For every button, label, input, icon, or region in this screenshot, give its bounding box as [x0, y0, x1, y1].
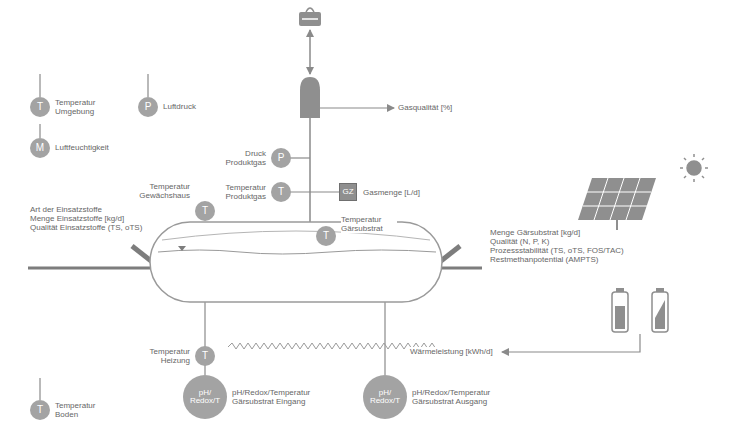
sensor-symbol: T — [32, 405, 48, 416]
sensor-symbol: T — [318, 231, 334, 242]
sensor-label: pH/Redox/Temperatur Gärsubstrat Ausgang — [412, 388, 500, 406]
output-label: Restmethanpotential (AMPTS) — [490, 255, 599, 264]
pressure-sensor: PDruck Produktgas — [271, 148, 291, 168]
sensor-label: Temperatur Heizung — [140, 347, 190, 365]
humidity-sensor: MLuftfeuchtigkeit — [30, 138, 50, 158]
temperature-sensor: TTemperatur Produktgas — [271, 182, 291, 202]
sensor-label: Temperatur Gärsubstrat — [341, 215, 397, 233]
gas-quality-label: Gasqualität [%] — [398, 103, 452, 112]
temperature-sensor: TTemperatur Umgebung — [30, 97, 50, 117]
sensor-symbol: T — [197, 206, 213, 217]
temperature-sensor: TTemperatur Gärsubstrat — [316, 226, 336, 246]
ph-redox-sensor: pH/ Redox/TpH/Redox/Temperatur Gärsubstr… — [183, 375, 227, 419]
sensor-symbol: GZ — [341, 188, 355, 196]
sensor-symbol: T — [197, 351, 213, 362]
gas-quality-arrow — [320, 107, 394, 108]
sensor-symbol: P — [140, 102, 156, 113]
sensor-label: Druck Produktgas — [216, 149, 266, 167]
sensor-label: pH/Redox/Temperatur Gärsubstrat Eingang — [232, 388, 320, 406]
sensor-label: Temperatur Gewächshaus — [134, 182, 190, 200]
sun — [680, 154, 708, 182]
sensor-line — [290, 157, 310, 158]
heat-supply-arrow — [502, 334, 640, 352]
sensor-label: Luftdruck — [163, 102, 219, 111]
ph-redox-sensor: pH/ Redox/TpH/Redox/Temperatur Gärsubstr… — [363, 375, 407, 419]
flare-symbol — [299, 8, 321, 26]
sensor-symbol: pH/ Redox/T — [365, 389, 405, 406]
sensor-label: Temperatur Boden — [55, 401, 111, 419]
sensor-symbol: M — [32, 143, 48, 154]
heat-label: Wärmeleistung [kWh/d] — [410, 347, 493, 356]
pressure-sensor: PLuftdruck — [138, 97, 158, 117]
gas-meter-box: GZGasmenge [L/d] — [339, 183, 357, 201]
sensor-line — [290, 191, 340, 192]
sensor-symbol: P — [273, 153, 289, 164]
solar-panel — [578, 178, 656, 230]
heating-coil — [228, 343, 436, 349]
sensor-label: Luftfeuchtigkeit — [55, 143, 125, 152]
output-label: Menge Gärsubstrat [kg/d] — [490, 228, 580, 237]
sensor-symbol: pH/ Redox/T — [185, 389, 225, 406]
digester — [150, 222, 442, 302]
sensor-label: Gasmenge [L/d] — [363, 188, 433, 197]
temperature-sensor: TTemperatur Boden — [30, 400, 50, 420]
sensor-label: Temperatur Umgebung — [55, 98, 111, 116]
battery — [612, 288, 668, 332]
sensor-label: Temperatur Produktgas — [216, 183, 266, 201]
temperature-sensor: TTemperatur Heizung — [195, 346, 215, 366]
input-label: Menge Einsatzstoffe [kg/d] — [30, 214, 124, 223]
gas-storage — [300, 77, 320, 118]
temperature-sensor: TTemperatur Gewächshaus — [195, 201, 215, 221]
gas-flow-line — [309, 30, 311, 74]
output-label: Prozessstabilität (TS, oTS, FOS/TAC) — [490, 246, 624, 255]
sensor-symbol: T — [32, 102, 48, 113]
output-label: Qualität (N, P, K) — [490, 237, 549, 246]
input-label: Art der Einsatzstoffe — [30, 205, 102, 214]
gas-pipe — [309, 118, 311, 223]
sensor-symbol: T — [273, 187, 289, 198]
input-label: Qualität Einsatzstoffe (TS, oTS) — [30, 223, 142, 232]
